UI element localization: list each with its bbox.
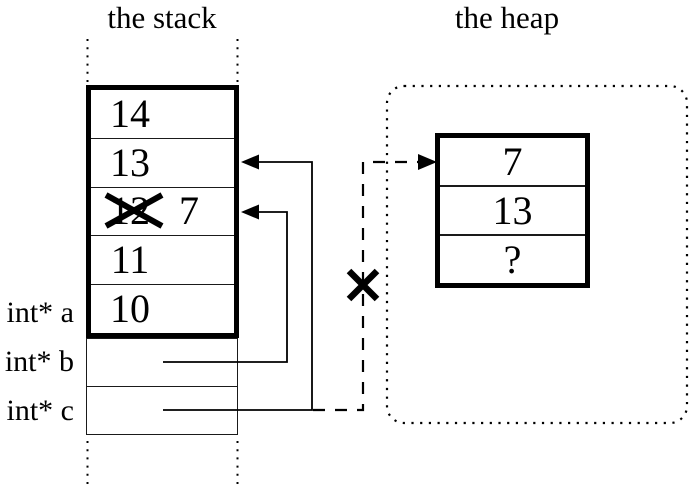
pointer-b-arrowhead-icon <box>241 204 259 220</box>
heap-cell-value: 7 <box>502 138 523 184</box>
dangling-pointer-dashed-line <box>313 160 419 412</box>
stack-cell-14: 14 <box>91 90 234 138</box>
crossed-out-old-value: 12 <box>110 188 150 234</box>
heap-cell-13: 13 <box>440 185 585 234</box>
stack-cell-value: 14 <box>110 90 150 136</box>
invalid-pointer-cross-icon <box>346 268 380 302</box>
stack-cell-value: 10 <box>110 286 150 332</box>
heap-cell-7: 7 <box>440 138 585 185</box>
pointer-b-cell <box>87 339 237 386</box>
pointer-a-label: int* a <box>6 296 75 329</box>
pointer-c-cell <box>87 386 237 434</box>
stack-title: the stack <box>107 0 217 35</box>
stack-cell-13: 13 <box>91 137 234 187</box>
heap-block-box: 7 13 ? <box>435 133 590 288</box>
stack-cell-11: 11 <box>91 235 234 284</box>
heap-cell-unknown: ? <box>440 234 585 283</box>
stack-cell-value: 13 <box>110 139 150 185</box>
heap-cell-value: ? <box>503 236 522 282</box>
pointer-c-arrowhead-icon <box>241 154 259 170</box>
stack-cell-12-overwritten: 12 7 <box>91 186 234 236</box>
pointer-c-label: int* c <box>6 394 75 427</box>
heap-cell-value: 13 <box>492 187 533 233</box>
stack-frame-box: 14 13 12 7 11 10 <box>86 85 239 338</box>
pointer-b-label: int* b <box>4 345 74 378</box>
stack-cell-10: 10 <box>91 284 234 333</box>
stack-cell-value: 11 <box>110 237 150 283</box>
new-value: 7 <box>179 188 199 234</box>
pointer-variable-cells <box>86 338 238 435</box>
heap-title: the heap <box>454 0 560 35</box>
